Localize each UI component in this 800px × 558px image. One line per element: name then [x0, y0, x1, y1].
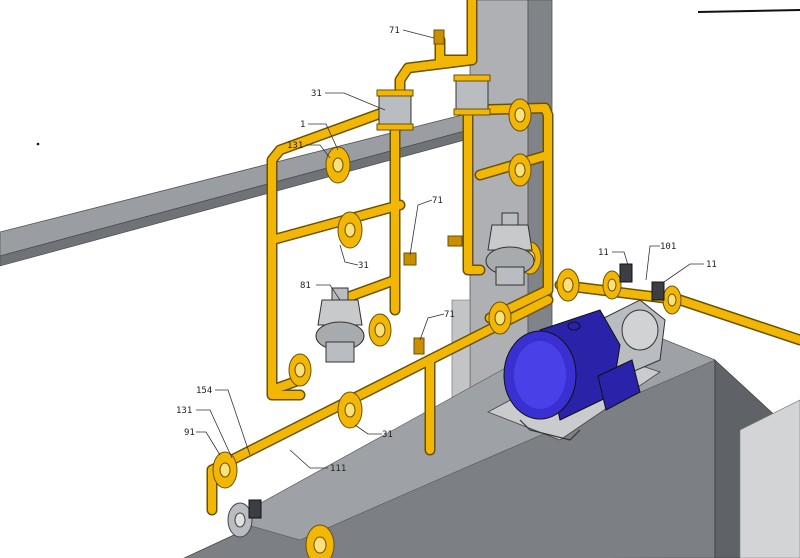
dot-mark	[36, 142, 40, 146]
fittings	[403, 29, 463, 355]
frame-line	[697, 9, 800, 13]
gauge-icon	[619, 263, 633, 283]
flange-icon	[488, 301, 512, 335]
leader-lines	[196, 29, 704, 469]
filter-icon	[453, 74, 491, 116]
label-81: 81	[300, 281, 311, 291]
label-1: 1	[300, 120, 305, 130]
label-131-upper: 131	[287, 141, 303, 151]
gauge-icon	[248, 499, 262, 519]
flange-icon	[288, 353, 312, 387]
filter-icon	[376, 89, 414, 131]
flange-icon	[337, 391, 363, 429]
regulator-icon	[485, 212, 535, 286]
flange-icon	[508, 98, 532, 132]
label-71-mid: 71	[432, 196, 443, 206]
label-71-low: 71	[444, 310, 455, 320]
label-11-left: 11	[598, 248, 609, 258]
label-154: 154	[196, 386, 212, 396]
flange-icon	[368, 313, 392, 347]
motor-icon	[503, 309, 641, 441]
flange-icon	[556, 268, 580, 302]
flange-icon	[325, 146, 351, 184]
label-101: 101	[660, 242, 676, 252]
flange-icon	[212, 451, 238, 489]
gauge-icon	[651, 281, 665, 301]
label-31-mid: 31	[358, 261, 369, 271]
callout-labels: 71 31 1 131 71 31 81 71 11 101 11 154 13…	[176, 26, 717, 474]
label-11-right: 11	[706, 260, 717, 270]
label-71-top: 71	[389, 26, 400, 36]
label-111: 111	[330, 464, 346, 474]
flange-icon	[305, 524, 335, 558]
label-131-lower: 131	[176, 406, 192, 416]
flange-icon	[602, 270, 622, 300]
label-31-low: 31	[382, 430, 393, 440]
flange-icon	[662, 285, 682, 315]
flange-icon	[508, 153, 532, 187]
steel-beam	[0, 112, 477, 267]
flange-icon	[227, 502, 253, 538]
regulator-icon	[315, 287, 365, 363]
label-31-top: 31	[311, 89, 322, 99]
label-91: 91	[184, 428, 195, 438]
flange-icon	[337, 211, 363, 249]
